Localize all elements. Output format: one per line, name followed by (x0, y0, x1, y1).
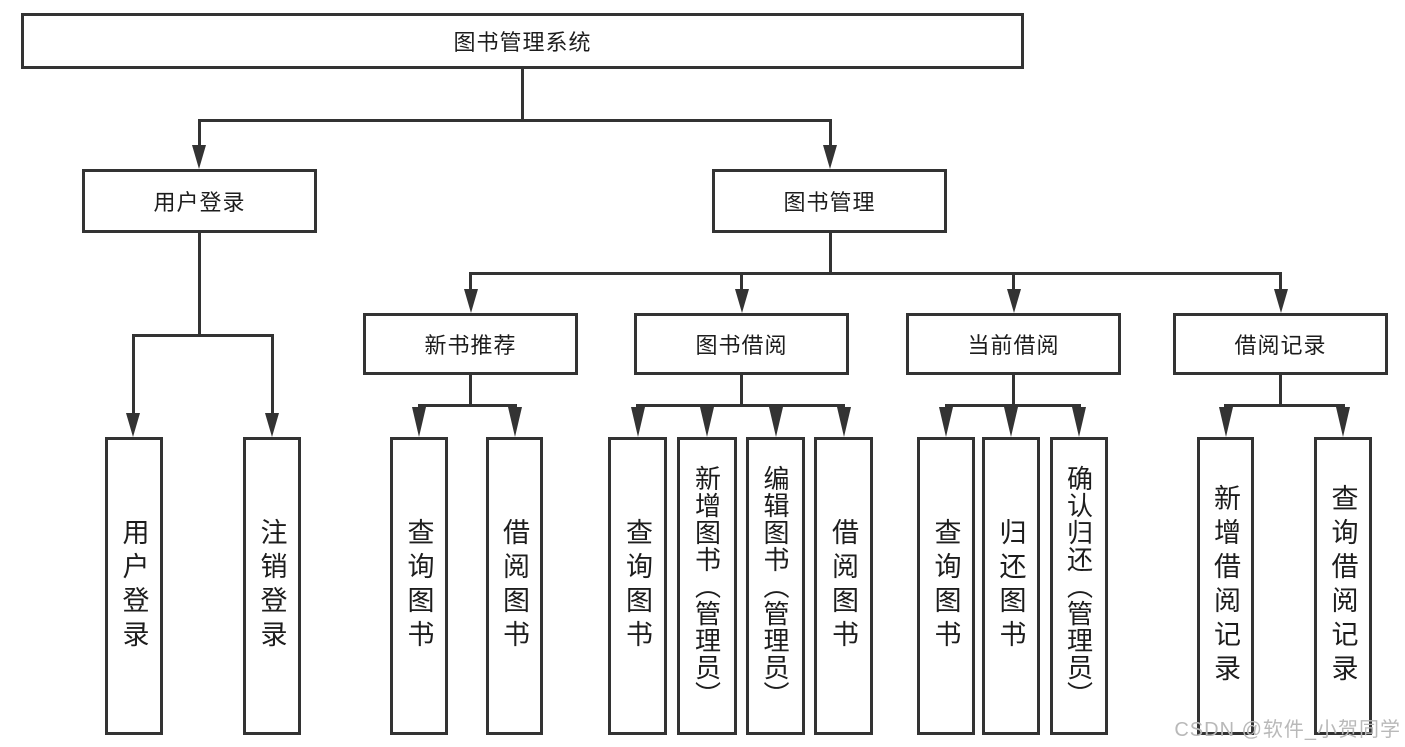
leaf-bb-edit-book-admin-label: 编辑图书（管理员） (760, 464, 790, 708)
leaf-br-add-record: 新增借阅记录 (1197, 437, 1254, 735)
leaf-bb-borrow-book: 借阅图书 (814, 437, 873, 735)
connector-line (1224, 404, 1345, 407)
arrow-down-icon (768, 407, 783, 437)
connector-line (636, 404, 845, 407)
connector-line (521, 69, 524, 121)
leaf-nb-borrow-book-label: 借阅图书 (499, 518, 529, 654)
leaf-cb-confirm-return-admin-label: 确认归还（管理员） (1063, 464, 1094, 708)
arrow-down-icon (1004, 407, 1018, 437)
leaf-cb-return-book-label: 归还图书 (995, 518, 1026, 654)
connector-line (197, 119, 832, 122)
node-book-management-label: 图书管理 (783, 190, 876, 215)
leaf-nb-borrow-book: 借阅图书 (486, 437, 543, 735)
leaf-logout-label: 注销登录 (256, 518, 287, 654)
connector-line (1012, 272, 1015, 292)
node-new-book-recommend-label: 新书推荐 (424, 333, 517, 358)
connector-line (828, 119, 832, 147)
leaf-bb-edit-book-admin: 编辑图书（管理员） (746, 437, 805, 735)
leaf-br-query-record-label: 查询借阅记录 (1327, 484, 1358, 688)
connector-line (469, 272, 472, 292)
node-user-login-label: 用户登录 (153, 190, 246, 215)
leaf-nb-query-book: 查询图书 (390, 437, 448, 735)
connector-line (1012, 375, 1015, 407)
leaf-bb-query-book-label: 查询图书 (622, 518, 652, 654)
connector-line (417, 404, 517, 407)
arrow-down-icon (192, 145, 206, 169)
leaf-bb-borrow-book-label: 借阅图书 (828, 518, 858, 654)
connector-line (469, 272, 1281, 275)
connector-line (740, 375, 743, 407)
node-borrow-records: 借阅记录 (1173, 313, 1388, 375)
node-borrow-records-label: 借阅记录 (1234, 333, 1327, 358)
leaf-user-login: 用户登录 (105, 437, 163, 735)
leaf-br-query-record: 查询借阅记录 (1314, 437, 1372, 735)
node-root: 图书管理系统 (21, 13, 1024, 69)
arrow-down-icon (1218, 407, 1233, 437)
leaf-nb-query-book-label: 查询图书 (403, 518, 434, 654)
node-book-borrow: 图书借阅 (634, 313, 849, 375)
arrow-down-icon (700, 407, 714, 437)
arrow-down-icon (1072, 407, 1086, 437)
connector-line (1279, 375, 1282, 407)
connector-line (469, 375, 472, 407)
connector-line (131, 334, 274, 337)
leaf-br-add-record-label: 新增借阅记录 (1210, 484, 1240, 688)
connector-line (828, 233, 832, 275)
leaf-cb-query-book: 查询图书 (917, 437, 975, 735)
leaf-bb-add-book-admin: 新增图书（管理员） (677, 437, 737, 735)
arrow-down-icon (507, 407, 522, 437)
leaf-logout: 注销登录 (243, 437, 301, 735)
connector-line (1279, 272, 1282, 292)
leaf-bb-query-book: 查询图书 (608, 437, 667, 735)
connector-line (270, 334, 274, 415)
arrow-down-icon (1336, 407, 1350, 437)
arrow-down-icon (463, 289, 478, 313)
connector-line (197, 119, 201, 147)
node-root-label: 图书管理系统 (453, 30, 592, 55)
arrow-down-icon (126, 413, 140, 437)
connector-line (740, 272, 743, 292)
leaf-cb-query-book-label: 查询图书 (930, 518, 961, 654)
arrow-down-icon (412, 407, 426, 437)
node-book-borrow-label: 图书借阅 (695, 333, 788, 358)
leaf-user-login-label: 用户登录 (118, 518, 149, 654)
node-book-management: 图书管理 (712, 169, 947, 233)
leaf-bb-add-book-admin-label: 新增图书（管理员） (691, 464, 722, 708)
arrow-down-icon (1273, 289, 1288, 313)
leaf-cb-confirm-return-admin: 确认归还（管理员） (1050, 437, 1108, 735)
arrow-down-icon (630, 407, 645, 437)
arrow-down-icon (939, 407, 953, 437)
node-current-borrow-label: 当前借阅 (967, 333, 1060, 358)
node-current-borrow: 当前借阅 (906, 313, 1121, 375)
connector-line (131, 334, 135, 415)
arrow-down-icon (734, 289, 749, 313)
node-user-login: 用户登录 (82, 169, 317, 233)
connector-line (944, 404, 1081, 407)
connector-line (197, 233, 201, 337)
arrow-down-icon (1006, 289, 1021, 313)
node-new-book-recommend: 新书推荐 (363, 313, 578, 375)
arrow-down-icon (823, 145, 837, 169)
arrow-down-icon (836, 407, 851, 437)
arrow-down-icon (265, 413, 279, 437)
leaf-cb-return-book: 归还图书 (982, 437, 1040, 735)
watermark-text: CSDN @软件_小贺同学 (1174, 719, 1401, 741)
